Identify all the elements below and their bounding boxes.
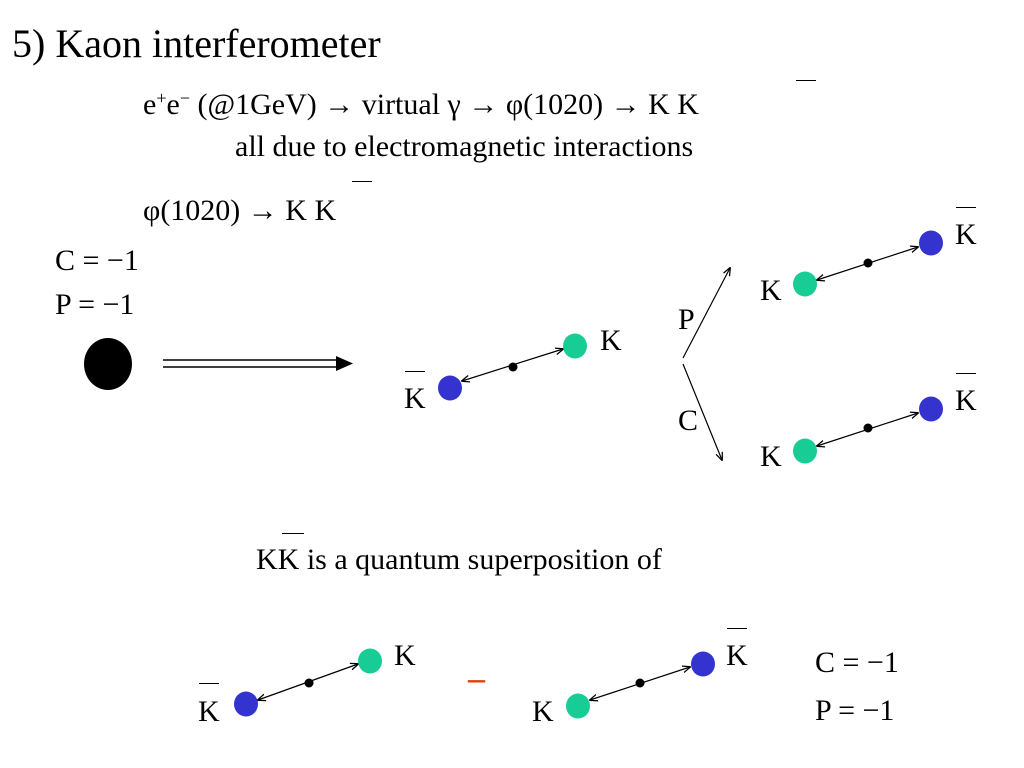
kbar-overline (282, 533, 304, 534)
kaon-ball (793, 438, 817, 464)
superposition-text: is a quantum superposition of (306, 543, 662, 576)
phi-symbol: φ(1020) (505, 88, 604, 121)
kaon-label: K (532, 695, 554, 728)
antikaon-label: K (404, 382, 426, 415)
result-c: C = −1 (815, 646, 899, 679)
kbar-overline (956, 207, 976, 208)
branch-arrow-up (682, 268, 730, 359)
kbar-overline (796, 80, 816, 81)
parity-p: P = −1 (55, 288, 135, 321)
kbar-overline (727, 628, 747, 629)
kk-pair: K K (648, 88, 699, 121)
antikaon-ball (691, 651, 715, 677)
arrow: → (468, 88, 499, 121)
antikaon-ball (919, 230, 943, 256)
kaon-ball (563, 333, 587, 359)
kaon-label: K (394, 639, 416, 672)
arrow: → (247, 194, 278, 227)
gamma-symbol: γ (447, 88, 461, 121)
kbar-overline (956, 373, 976, 374)
center-dot (304, 678, 314, 688)
kaon-ball (566, 693, 590, 719)
branch-arrow-down (682, 363, 722, 460)
reaction-note: all due to electromagnetic interactions (235, 130, 694, 163)
reaction-equation: e+e− (@1GeV) → virtual γ → φ(1020) → K K (143, 88, 699, 121)
superposition-statement: KK is a quantum superposition of (256, 545, 662, 575)
phi-symbol: φ(1020) (143, 194, 241, 227)
kk-pair: KK (256, 543, 300, 576)
kaon-label: K (760, 440, 782, 473)
electron-symbol: e (143, 88, 157, 121)
kbar-overline (405, 371, 425, 372)
antikaon-label: K (726, 639, 748, 672)
kaon-label: K (600, 324, 622, 357)
plus-sup: + (156, 88, 167, 109)
decay-equation: φ(1020) → K K (143, 196, 336, 226)
kbar-overline (199, 683, 219, 684)
center-dot (863, 423, 873, 433)
antikaon-label: K (955, 218, 977, 251)
minus-sign: – (468, 660, 485, 697)
kaon-label: K (760, 274, 782, 307)
antikaon-label: K (955, 384, 977, 417)
slide-title: 5) Kaon interferometer (12, 21, 381, 66)
minus-sup: − (179, 88, 190, 109)
center-dot (508, 362, 518, 372)
arrow: → (610, 88, 641, 121)
decay-arrow-head (336, 356, 353, 371)
kbar-overline (352, 181, 372, 182)
antikaon-ball (234, 691, 258, 717)
antikaon-label: K (198, 695, 220, 728)
kaon-ball (358, 648, 382, 674)
energy: (@1GeV) (197, 88, 317, 121)
charge-branch-label: C (678, 404, 699, 437)
result-p: P = −1 (815, 694, 895, 727)
electron-symbol: e (166, 88, 180, 121)
charge-parity-c: C = −1 (55, 244, 139, 277)
phi-meson-dot (84, 338, 132, 390)
virtual-text: virtual (361, 88, 441, 121)
antikaon-ball (919, 396, 943, 422)
kaon-ball (793, 271, 817, 297)
kk-pair: K K (285, 194, 337, 227)
antikaon-ball (438, 375, 462, 401)
arrow: → (324, 88, 355, 121)
center-dot (863, 258, 873, 268)
parity-branch-label: P (678, 303, 695, 336)
center-dot (635, 678, 645, 688)
